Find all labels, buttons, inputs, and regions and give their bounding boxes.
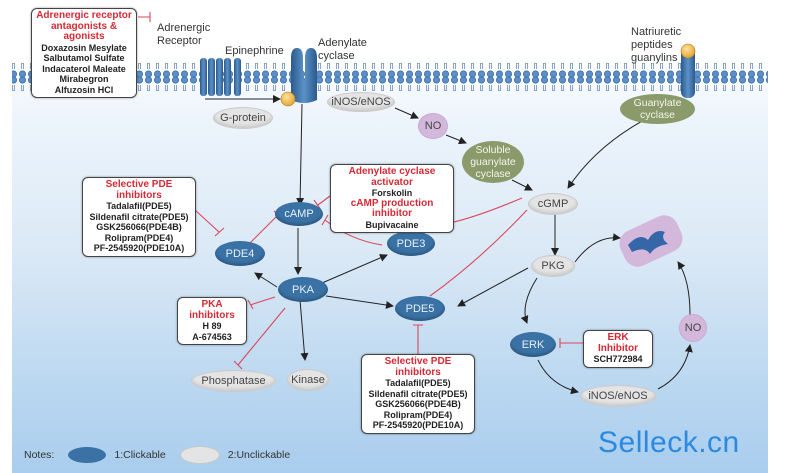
brand-logo: Selleck.cn <box>598 426 740 459</box>
legend-unclickable-label: 2:Unclickable <box>227 449 291 461</box>
edge-sgc-cgmp <box>511 179 533 191</box>
legend: Notes: 1:Clickable 2:Unclickable <box>24 446 290 464</box>
label-adenylate-cyclase: Adenylate cyclase <box>318 37 367 62</box>
box-title-inhibitor: cAMP production inhibitor <box>350 197 434 219</box>
drug-mirabegron[interactable]: Mirabegron <box>59 74 109 84</box>
node-pde4[interactable]: PDE4 <box>215 241 265 266</box>
edge-pkainhib-pka <box>247 296 276 310</box>
edge-pka-pde5 <box>325 295 394 309</box>
drug-sch772984[interactable]: SCH772984 <box>593 354 643 364</box>
drug-bupivacaine[interactable]: Bupivacaine <box>365 219 419 230</box>
node-soluble-guanylate-cyclase: Soluble guanylate cyclase <box>462 141 524 183</box>
drug-indacaterol-maleate[interactable]: Indacaterol Maleate <box>42 63 126 74</box>
box-selective-pde-inhibitors-left: Selective PDE inhibitors Tadalafil(PDE5)… <box>82 177 196 257</box>
box-pka-inhibitors: PKA inhibitors H 89 A-674563 <box>177 297 247 345</box>
drug-gsk256066[interactable]: GSK256066(PDE4B) <box>375 399 461 409</box>
natriuretic-receptor-icon <box>680 43 696 98</box>
edge-inos-no <box>394 107 419 119</box>
legend-notes-label: Notes: <box>24 449 55 461</box>
edge-erk-inos <box>537 359 579 395</box>
node-inos-enos-bottom: iNOS/eNOS <box>580 385 656 407</box>
drug-pf-2545920[interactable]: PF-2545920(PDE10A) <box>93 243 185 253</box>
edge-pka-pde3 <box>321 254 388 284</box>
node-inos-enos-top: iNOS/eNOS <box>327 92 395 112</box>
edge-pkg-erk <box>520 277 538 324</box>
node-no-bottom: NO <box>679 314 707 342</box>
drug-forskolin[interactable]: Forskolin <box>371 188 413 198</box>
adenylate-cyclase-icon <box>280 48 317 107</box>
edge-pka-phosphatase <box>233 307 286 370</box>
edge-pdeinhib-pde4 <box>194 209 225 237</box>
box-title: ERK Inhibitor <box>598 332 638 354</box>
node-no-top: NO <box>418 113 448 139</box>
node-camp[interactable]: cAMP <box>275 202 323 226</box>
box-erk-inhibitor: ERK Inhibitor SCH772984 <box>583 330 653 368</box>
edge-cgmp-pde5 <box>429 209 528 297</box>
legend-clickable-swatch <box>68 447 107 463</box>
drug-tadalafil[interactable]: Tadalafil(PDE5) <box>385 378 451 388</box>
label-epinephrine: Epinephrine <box>225 45 284 57</box>
edge-pka-kinase <box>299 299 309 361</box>
legend-clickable-label: 1:Clickable <box>114 449 166 461</box>
drug-rolipram[interactable]: Rolipram(PDE4) <box>383 409 453 420</box>
legend-unclickable-swatch <box>179 446 220 464</box>
edge-pkg-mito <box>574 233 621 263</box>
drug-rolipram[interactable]: Rolipram(PDE4) <box>104 232 174 243</box>
box-selective-pde-inhibitors-bottom: Selective PDE inhibitors Tadalafil(PDE5)… <box>361 354 475 434</box>
box-title: Adrenergic receptor antagonists & agonis… <box>36 10 132 42</box>
label-natriuretic-peptides: Natriuretic peptides guanylins <box>631 26 682 64</box>
edge-adrenergic-inhibit <box>138 12 151 22</box>
edge-no-sgc <box>445 134 467 145</box>
box-title: Selective PDE inhibitors <box>384 356 452 378</box>
edge-pde3-camp <box>321 214 383 246</box>
node-kinase: Kinase <box>287 369 329 391</box>
edge-erkinhib-erk <box>559 338 583 348</box>
node-cgmp: cGMP <box>528 193 578 215</box>
node-pkg: PKG <box>531 255 575 277</box>
edge-pka-pde4 <box>254 272 278 288</box>
drug-h-89[interactable]: H 89 <box>202 321 222 331</box>
drug-doxazosin-mesylate[interactable]: Doxazosin Mesylate <box>41 42 127 53</box>
node-g-protein: G-protein <box>213 107 273 129</box>
edge-pkg-pde5 <box>457 267 529 307</box>
drug-pf-2545920[interactable]: PF-2545920(PDE10A) <box>372 420 464 430</box>
label-adrenergic-receptor: Adrenergic Receptor <box>157 22 211 47</box>
drug-salbutamol-sulfate[interactable]: Salbutamol Sulfate <box>43 53 125 63</box>
node-erk[interactable]: ERK <box>510 332 556 357</box>
drug-sildenafil-citrate[interactable]: Sildenafil citrate(PDE5) <box>89 211 189 222</box>
edge-no-mito <box>677 261 691 316</box>
drug-tadalafil[interactable]: Tadalafil(PDE5) <box>106 201 172 211</box>
drug-gsk256066[interactable]: GSK256066(PDE4B) <box>96 222 182 232</box>
drug-sildenafil-citrate[interactable]: Sildenafil citrate(PDE5) <box>368 388 468 399</box>
edge-pdebox-pde5 <box>413 324 423 355</box>
box-title: Selective PDE inhibitors <box>105 179 173 201</box>
mitochondrion-icon <box>619 215 683 267</box>
drug-alfuzosin-hcl[interactable]: Alfuzosin HCl <box>54 84 114 95</box>
edge-inos-no2 <box>657 344 693 390</box>
node-guanylate-cyclase: Guanylate cyclase <box>620 94 695 124</box>
adrenergic-receptor-icon <box>200 58 241 96</box>
node-pde5[interactable]: PDE5 <box>395 296 445 321</box>
drug-a-674563[interactable]: A-674563 <box>192 331 232 342</box>
node-phosphatase: Phosphatase <box>191 370 276 392</box>
node-pde3[interactable]: PDE3 <box>387 231 435 256</box>
edge-ac-camp <box>296 103 305 206</box>
box-title: PKA inhibitors <box>189 299 235 321</box>
node-pka[interactable]: PKA <box>278 277 328 302</box>
box-adenylate-cyclase-modulators: Adenylate cyclase activator Forskolin cA… <box>330 164 454 233</box>
box-title-activator: Adenylate cyclase activator <box>348 166 436 188</box>
box-adrenergic-receptor-drugs: Adrenergic receptor antagonists & agonis… <box>31 8 137 98</box>
